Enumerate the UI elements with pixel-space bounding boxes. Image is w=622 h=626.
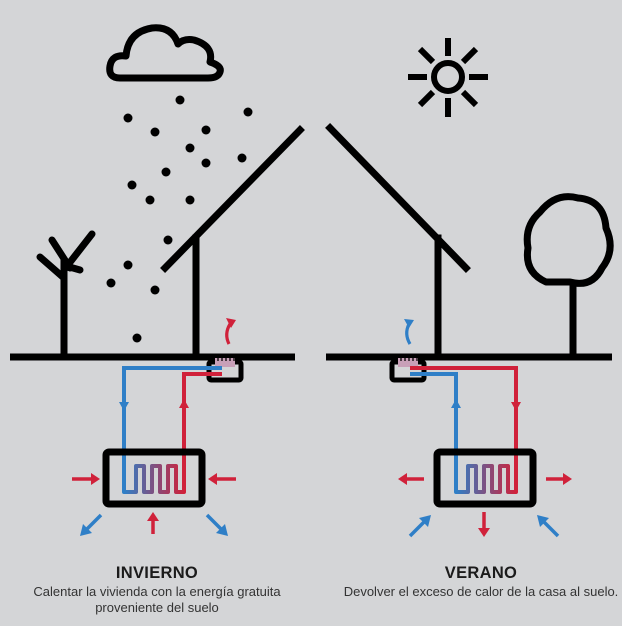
summer-title: VERANO: [444, 564, 518, 582]
ground-loop-box: [433, 448, 537, 508]
hot-pipe: [410, 366, 518, 485]
summer-system: [389, 319, 572, 538]
heat-output-arrow: [225, 323, 232, 345]
ground-coil: [122, 464, 186, 494]
ground-loop-box: [102, 448, 206, 508]
house-roof: [160, 123, 471, 360]
winter-system: [72, 318, 244, 536]
cold-pipe: [122, 366, 222, 485]
ground-coil: [454, 464, 518, 494]
rain-drops: [106, 95, 253, 343]
round-tree-icon: [523, 193, 614, 356]
cloud-icon: [106, 24, 224, 82]
winter-description: Calentar la vivienda con la energía grat…: [33, 584, 281, 615]
cold-pipe: [410, 372, 458, 485]
winter-title: INVIERNO: [115, 564, 199, 582]
winter-caption: INVIERNO Calentar la vivienda con la ene…: [12, 563, 302, 616]
summer-caption: VERANO Devolver el exceso de calor de la…: [336, 563, 622, 600]
hot-pipe: [182, 372, 222, 485]
summer-description: Devolver el exceso de calor de la casa a…: [343, 584, 619, 599]
sun-icon: [408, 38, 488, 117]
bare-tree-icon: [36, 230, 96, 360]
